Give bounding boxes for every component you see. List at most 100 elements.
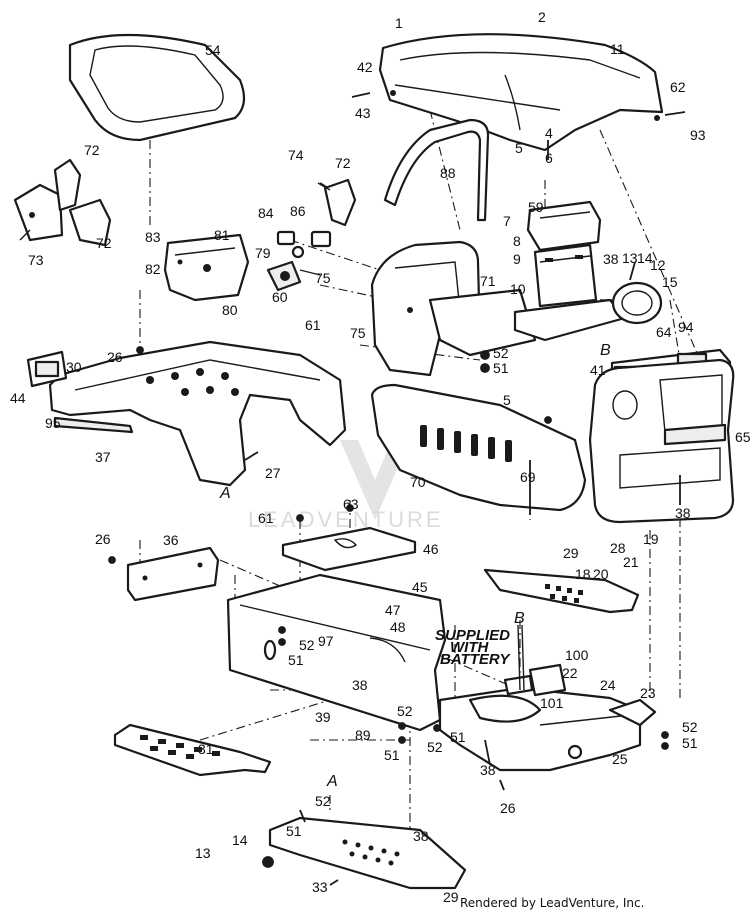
ref-61b: 61: [258, 510, 274, 526]
ref-38b: 38: [675, 505, 691, 521]
tail-light: [26, 350, 68, 388]
ref-24: 24: [600, 677, 616, 693]
ref-4: 4: [545, 125, 553, 141]
ref-48: 48: [390, 619, 406, 635]
ref-75b: 75: [350, 325, 366, 341]
ref-37: 37: [95, 449, 111, 465]
ref-19: 19: [643, 531, 659, 547]
hood: [378, 33, 664, 152]
ref-60: 60: [272, 289, 288, 305]
ref-41: 41: [590, 362, 606, 378]
ref-81: 81: [214, 227, 230, 243]
battery-cover: [526, 200, 602, 252]
frame-bracket: [503, 663, 567, 697]
ref-B1: B: [600, 342, 611, 359]
ref-52e: 52: [427, 739, 443, 755]
ref-7: 7: [503, 213, 511, 229]
watermark-text: LEADVENTURE: [248, 507, 444, 532]
seat: [68, 33, 246, 142]
ref-52a: 52: [493, 345, 509, 361]
ref-38c: 38: [352, 677, 368, 693]
ref-72a: 72: [84, 142, 100, 158]
ref-29a: 29: [563, 545, 579, 561]
ref-65: 65: [735, 429, 750, 445]
ref-82: 82: [145, 261, 161, 277]
ref-12: 12: [650, 257, 666, 273]
ref-11: 11: [610, 41, 625, 57]
ref-75a: 75: [315, 270, 331, 286]
ref-72c: 72: [335, 155, 351, 171]
ref-33: 33: [312, 879, 328, 895]
fender-holes: [146, 368, 239, 396]
ref-8: 8: [513, 233, 521, 249]
ref-B2: B: [514, 610, 525, 627]
ref-97: 97: [318, 633, 334, 649]
ref-63: 63: [343, 496, 359, 512]
ref-51b: 51: [288, 652, 304, 668]
ref-52d: 52: [397, 703, 413, 719]
ref-38d: 38: [480, 762, 496, 778]
ref-74: 74: [288, 147, 304, 163]
ref-A2: A: [326, 773, 338, 790]
ref-25: 25: [612, 751, 628, 767]
ref-14b: 14: [232, 832, 248, 848]
ref-73: 73: [28, 252, 44, 268]
ref-70: 70: [410, 474, 426, 490]
ref-51c: 51: [682, 735, 698, 751]
ref-30: 30: [66, 359, 82, 375]
ref-5b: 5: [503, 392, 511, 408]
ref-22: 22: [562, 665, 578, 681]
ref-28: 28: [610, 540, 626, 556]
ref-38a: 38: [603, 251, 619, 267]
ref-5a: 5: [515, 140, 523, 156]
ref-21: 21: [623, 554, 639, 570]
ref-62: 62: [670, 79, 686, 95]
ref-79: 79: [255, 245, 271, 261]
footrest-right: [483, 568, 640, 614]
ref-52b: 52: [299, 637, 315, 653]
ref-45: 45: [412, 579, 428, 595]
ref-15: 15: [662, 274, 678, 290]
ref-43: 43: [355, 105, 371, 121]
ref-86: 86: [290, 203, 306, 219]
reference-labels: 1 2 11 42 43 62 93 54 4 5 6 88 72 72 73 …: [10, 9, 750, 905]
ref-26c: 26: [500, 800, 516, 816]
ref-95: 95: [45, 415, 61, 431]
ref-1: 1: [395, 15, 403, 31]
ref-14a: 14: [637, 250, 653, 266]
ref-51e: 51: [450, 729, 466, 745]
ref-9: 9: [513, 251, 521, 267]
ref-51d: 51: [384, 747, 400, 763]
ref-51f: 51: [286, 823, 302, 839]
ref-46: 46: [423, 541, 439, 557]
side-panel-vents: [420, 425, 512, 462]
dash-console: [370, 240, 537, 377]
headlight: [600, 281, 663, 325]
ref-A1: A: [219, 485, 231, 502]
lever-bracket: [317, 178, 357, 227]
frame: [226, 573, 447, 732]
fender: [48, 340, 347, 487]
seat-bracket: [126, 546, 220, 602]
note-with: WITH: [450, 639, 489, 656]
hood-seal: [383, 118, 490, 222]
ref-6: 6: [545, 150, 553, 166]
front-nose: [588, 358, 735, 524]
battery-tray: [513, 298, 627, 342]
ref-23: 23: [640, 685, 656, 701]
ref-52c: 52: [682, 719, 698, 735]
ref-26a: 26: [107, 349, 123, 365]
ref-84: 84: [258, 205, 274, 221]
ref-51a: 51: [493, 360, 509, 376]
ref-31: 31: [198, 741, 214, 757]
ref-61a: 61: [305, 317, 321, 333]
ref-29b: 29: [443, 889, 459, 905]
support-plate: [281, 526, 417, 572]
footrest-right-holes: [545, 584, 583, 603]
fasteners: [108, 92, 686, 886]
ref-2: 2: [538, 9, 546, 25]
ref-83: 83: [145, 229, 161, 245]
battery: [533, 243, 598, 308]
ref-18: 18: [575, 566, 591, 582]
